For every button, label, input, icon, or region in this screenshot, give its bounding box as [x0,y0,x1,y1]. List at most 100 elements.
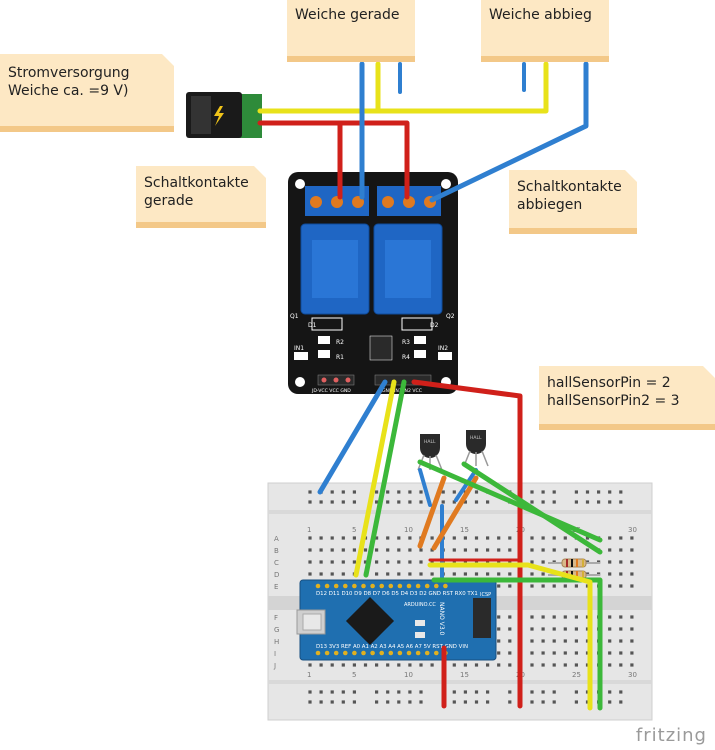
breadboard-hole [508,560,512,564]
breadboard-hole [497,560,501,564]
breadboard-hole [352,663,356,667]
breadboard-hole [508,651,512,655]
wire-green-sensor-1 [417,459,603,543]
breadboard-hole [330,500,334,504]
col-number-1: 1 [307,526,311,534]
breadboard-hole [486,572,490,576]
col-number-10: 10 [404,526,413,534]
breadboard-hole [308,663,312,667]
nano-pin-pad [333,583,339,589]
nano-pin-pad [434,583,439,589]
breadboard-hole [508,536,512,540]
breadboard-hole [474,690,479,694]
breadboard-hole [530,560,534,564]
nano-top-pin-labels: D12 D11 D10 D9 D8 D7 D6 D5 D4 D3 D2 GND … [316,591,478,597]
breadboard-hole [352,490,356,494]
breadboard-hole [630,663,634,667]
breadboard-hole [419,700,423,704]
breadboard-hole [308,536,312,540]
breadboard-hole [619,663,623,667]
breadboard-hole [463,500,467,504]
nano-pin-pad [315,583,321,589]
breadboard-hole [574,690,578,694]
breadboard-hole [497,663,501,667]
hall-sensor-2: HALL [463,430,489,467]
breadboard-hole [375,572,379,576]
nano-pin-pad [424,583,430,589]
breadboard-hole [308,572,312,576]
row-letter-c: C [274,559,279,567]
breadboard-hole [552,627,556,631]
nano-pin-pad [343,583,348,589]
breadboard-hole [608,548,612,552]
breadboard-hole [619,490,623,494]
breadboard-hole [619,500,623,504]
breadboard-hole [386,572,390,576]
breadboard-hole [386,663,390,667]
relay-header-left-label: JD-VCC VCC GND [311,388,351,394]
breadboard-hole [508,615,512,619]
breadboard-hole [497,639,501,643]
nano-brand: ARDUINO.CC [404,602,436,608]
breadboard-hole [352,536,356,540]
nano-pin-pad [352,650,357,656]
breadboard-hole [408,663,412,667]
relay-q2: Q2 [446,313,455,320]
breadboard-hole [386,490,390,494]
col-number-5-bottom: 5 [352,671,356,679]
nano-icsp: ICSP [480,592,491,598]
breadboard-hole [341,690,345,694]
breadboard-hole [452,548,456,552]
breadboard-hole [452,536,456,540]
hall-sensor-1-label: HALL [424,439,436,445]
breadboard-hole [330,548,334,552]
breadboard-hole [341,560,345,564]
breadboard-hole [474,536,479,540]
breadboard-hole [330,663,334,667]
breadboard-hole [619,700,623,704]
wire-green-sensor-2 [461,461,603,555]
breadboard-hole [630,548,634,552]
breadboard-hole [619,690,623,694]
breadboard-hole [430,572,434,576]
breadboard-hole [563,651,567,655]
breadboard-hole [541,663,545,667]
breadboard-hole [486,700,490,704]
breadboard-hole [508,572,512,576]
wire-orange-sensor-1 [417,475,447,549]
breadboard-hole [574,490,578,494]
col-number-25-bottom: 25 [572,671,581,679]
icsp-header [473,598,491,638]
breadboard-hole [619,536,623,540]
wire-blue-abbieg [429,61,589,203]
nano-pin-pad [406,650,412,656]
breadboard-hole [619,548,623,552]
nano-pin-pad [388,583,394,589]
breadboard-hole [319,700,323,704]
breadboard-hole [474,500,479,504]
breadboard-hole [530,639,534,643]
breadboard-hole [341,572,345,576]
breadboard-hole [563,548,567,552]
breadboard-hole [508,663,512,667]
breadboard-hole [530,651,534,655]
nano-pin-pad [343,650,348,656]
breadboard-hole [419,572,423,576]
breadboard-hole [330,700,334,704]
breadboard-hole [585,548,590,552]
breadboard-hole [541,700,545,704]
breadboard-hole [541,560,545,564]
breadboard-hole [352,690,356,694]
breadboard-hole [574,651,578,655]
breadboard-hole [552,639,556,643]
breadboard-hole [375,690,379,694]
arduino-nano: D12 D11 D10 D9 D8 D7 D6 D5 D4 D3 D2 GND … [296,579,497,661]
dc-power-jack [186,92,262,138]
wire-blue-sensor-2 [454,468,478,502]
relay-d2: D2 [430,322,439,329]
breadboard-hole [530,700,534,704]
breadboard-hole [508,639,512,643]
breadboard-hole [330,690,334,694]
breadboard-hole [319,548,323,552]
breadboard-hole [541,572,545,576]
